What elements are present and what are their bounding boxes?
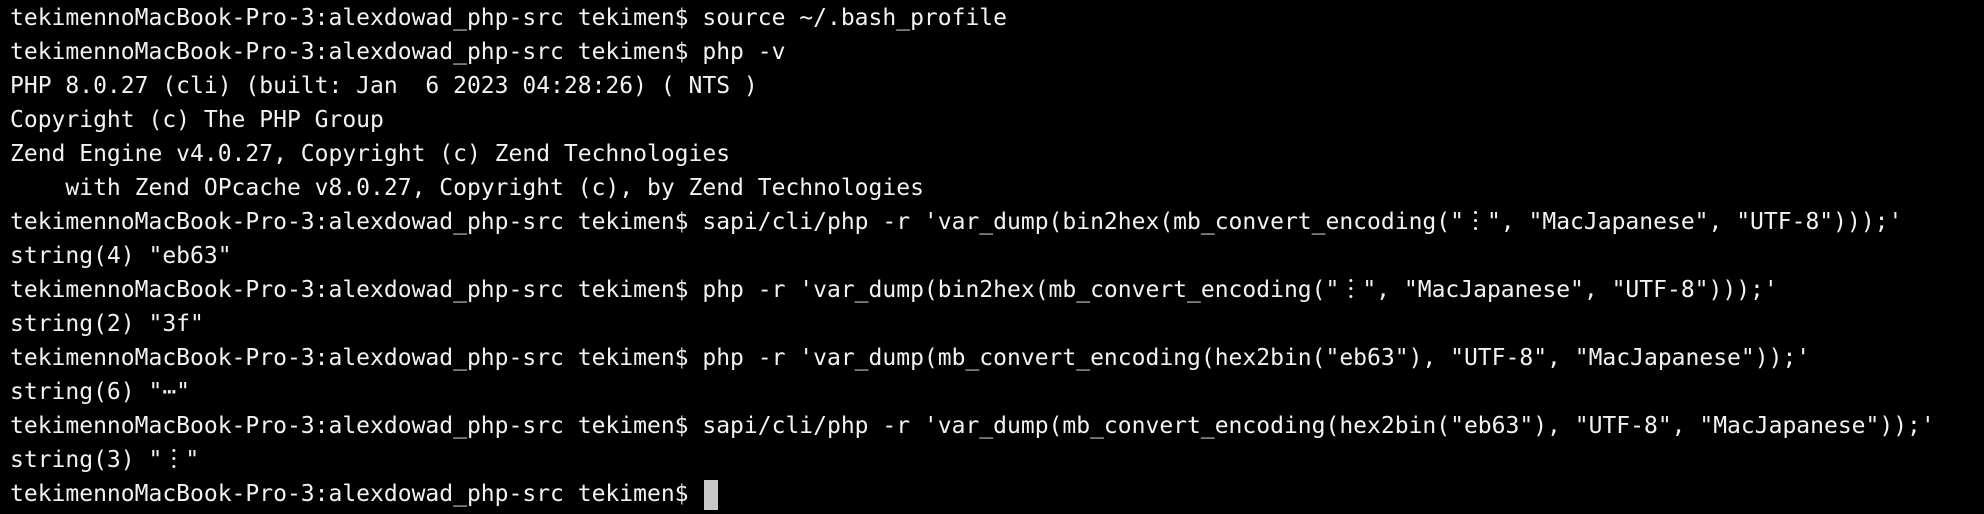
terminal-line: string(3) "︙" [10, 447, 200, 473]
terminal-line: string(2) "3f" [10, 311, 204, 337]
terminal-line: Zend Engine v4.0.27, Copyright (c) Zend … [10, 141, 731, 167]
terminal-line: tekimennoMacBook-Pro-3:alexdowad_php-src… [10, 5, 1007, 31]
terminal-prompt-line[interactable]: tekimennoMacBook-Pro-3:alexdowad_php-src… [10, 477, 1984, 511]
terminal-line: string(4) "eb63" [10, 243, 232, 269]
terminal-line: with Zend OPcache v8.0.27, Copyright (c)… [10, 175, 924, 201]
text-cursor [704, 479, 719, 510]
prompt-text: tekimennoMacBook-Pro-3:alexdowad_php-src… [10, 481, 703, 507]
terminal-line: tekimennoMacBook-Pro-3:alexdowad_php-src… [10, 345, 1811, 371]
terminal-line: tekimennoMacBook-Pro-3:alexdowad_php-src… [10, 413, 1935, 439]
terminal-line: tekimennoMacBook-Pro-3:alexdowad_php-src… [10, 39, 786, 65]
terminal-line: Copyright (c) The PHP Group [10, 107, 384, 133]
terminal-output: tekimennoMacBook-Pro-3:alexdowad_php-src… [10, 1, 1984, 511]
terminal-line: tekimennoMacBook-Pro-3:alexdowad_php-src… [10, 277, 1778, 303]
terminal-line: string(6) "⋯" [10, 379, 191, 405]
terminal-line: PHP 8.0.27 (cli) (built: Jan 6 2023 04:2… [10, 73, 758, 99]
terminal-line: tekimennoMacBook-Pro-3:alexdowad_php-src… [10, 209, 1903, 235]
